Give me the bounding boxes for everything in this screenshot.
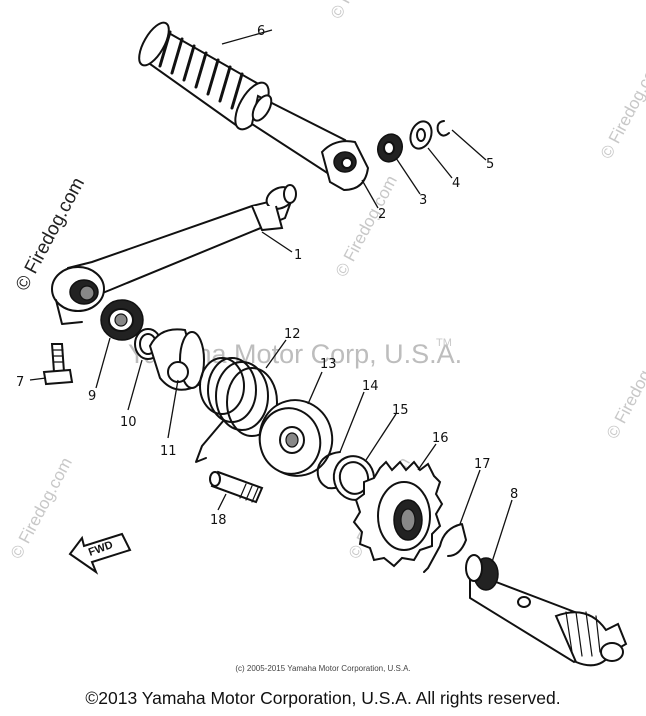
callout-group: 6 2 3 4 5 1 7 9 10 11 12 13 14 15 16 17 [16, 24, 518, 563]
watermark-site-lower-left: © Firedog.com [7, 454, 76, 562]
part-1-kick-crank [51, 184, 297, 325]
callout-11: 11 [160, 444, 177, 459]
callout-1: 1 [294, 248, 302, 263]
footer-copyright: ©2013 Yamaha Motor Corporation, U.S.A. A… [85, 688, 561, 708]
callout-18: 18 [210, 513, 227, 528]
part-6-kick-grip [138, 21, 270, 131]
part-18-pin [209, 470, 264, 504]
watermark-site-top-right: © Firedog.com [327, 0, 396, 22]
callout-10: 10 [120, 415, 137, 430]
callout-5: 5 [486, 157, 494, 172]
fwd-direction-arrow: FWD [68, 532, 132, 575]
part-5-circlip [436, 120, 450, 137]
part-8-kick-axle [465, 554, 628, 667]
watermark-site-right: © Firedog.com [597, 54, 646, 162]
callout-15: 15 [392, 403, 409, 418]
part-9-oil-seal [100, 299, 144, 341]
part-4-washer [409, 120, 433, 150]
part-16-kick-gear [352, 460, 444, 568]
callout-6: 6 [257, 24, 265, 39]
part-7-bolt [42, 343, 74, 386]
callout-7: 7 [16, 375, 24, 390]
part-17-clip [423, 523, 467, 573]
watermark-site-lower-right: © Firedog.com [603, 334, 646, 442]
callout-16: 16 [432, 431, 449, 446]
part-12-torsion-spring [195, 357, 278, 463]
callout-12: 12 [284, 327, 301, 342]
callout-8: 8 [510, 487, 518, 502]
callout-4: 4 [452, 176, 460, 191]
callout-9: 9 [88, 389, 96, 404]
watermark-tm: TM [436, 337, 452, 349]
part-13-spring-plate [258, 399, 334, 477]
callout-14: 14 [362, 379, 379, 394]
callout-13: 13 [320, 357, 337, 372]
part-3-bushing [376, 133, 404, 163]
diagram-copyright-small: (c) 2005-2015 Yamaha Motor Corporation, … [235, 664, 411, 673]
callout-3: 3 [419, 193, 427, 208]
part-11-spring-guide [148, 328, 205, 391]
callout-2: 2 [378, 207, 386, 222]
callout-17: 17 [474, 457, 491, 472]
part-2-kick-lever [250, 94, 370, 192]
